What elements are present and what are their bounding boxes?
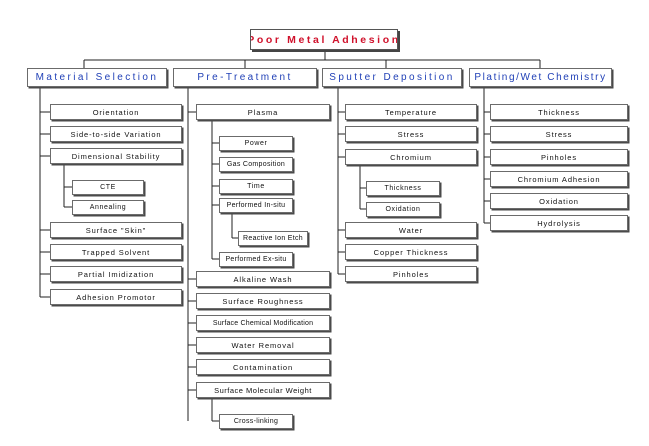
cause-surface-roughness: Surface Roughness xyxy=(196,293,330,309)
cause-chromium-adhesion: Chromium Adhesion xyxy=(490,171,628,187)
cause-contamination: Contamination xyxy=(196,359,330,375)
cause-time: Time xyxy=(219,179,293,194)
cause-stress-plating: Stress xyxy=(490,126,628,142)
cause-thickness-sputter: Thickness xyxy=(366,181,440,196)
cause-water-removal: Water Removal xyxy=(196,337,330,353)
cause-cte: CTE xyxy=(72,180,144,195)
cause-stress-sputter: Stress xyxy=(345,126,477,142)
cause-surface-chemical-modification: Surface Chemical Modification xyxy=(196,315,330,331)
branch-sputter-deposition: Sputter Deposition xyxy=(322,68,462,87)
cause-plasma: Plasma xyxy=(196,104,330,120)
cause-pinholes-sputter: Pinholes xyxy=(345,266,477,282)
cause-surface-molecular-weight: Surface Molecular Weight xyxy=(196,382,330,398)
branch-plating-wet-chemistry: Plating/Wet Chemistry xyxy=(469,68,612,87)
cause-pinholes-plating: Pinholes xyxy=(490,149,628,165)
cause-annealing: Annealing xyxy=(72,200,144,215)
cause-power: Power xyxy=(219,136,293,151)
root-problem-box: Poor Metal Adhesion xyxy=(250,29,398,50)
cause-water: Water xyxy=(345,222,477,238)
cause-cross-linking: Cross-linking xyxy=(219,414,293,429)
cause-performed-in-situ: Performed In-situ xyxy=(219,198,293,213)
cause-surface-skin: Surface "Skin" xyxy=(50,222,182,238)
branch-material-selection: Material Selection xyxy=(27,68,167,87)
cause-oxidation-plating: Oxidation xyxy=(490,193,628,209)
cause-temperature: Temperature xyxy=(345,104,477,120)
cause-performed-ex-situ: Performed Ex-situ xyxy=(219,252,293,267)
cause-adhesion-promotor: Adhesion Promotor xyxy=(50,289,182,305)
cause-reactive-ion-etch: Reactive Ion Etch xyxy=(238,231,308,246)
cause-orientation: Orientation xyxy=(50,104,182,120)
cause-oxidation-sputter: Oxidation xyxy=(366,202,440,217)
cause-gas-composition: Gas Composition xyxy=(219,157,293,172)
cause-alkaline-wash: Alkaline Wash xyxy=(196,271,330,287)
branch-pre-treatment: Pre-Treatment xyxy=(173,68,317,87)
cause-trapped-solvent: Trapped Solvent xyxy=(50,244,182,260)
cause-copper-thickness: Copper Thickness xyxy=(345,244,477,260)
cause-thickness-plating: Thickness xyxy=(490,104,628,120)
cause-partial-imidization: Partial Imidization xyxy=(50,266,182,282)
cause-hydrolysis: Hydrolysis xyxy=(490,215,628,231)
cause-dimensional-stability: Dimensional Stability xyxy=(50,148,182,164)
cause-chromium: Chromium xyxy=(345,149,477,165)
cause-side-to-side-variation: Side-to-side Variation xyxy=(50,126,182,142)
